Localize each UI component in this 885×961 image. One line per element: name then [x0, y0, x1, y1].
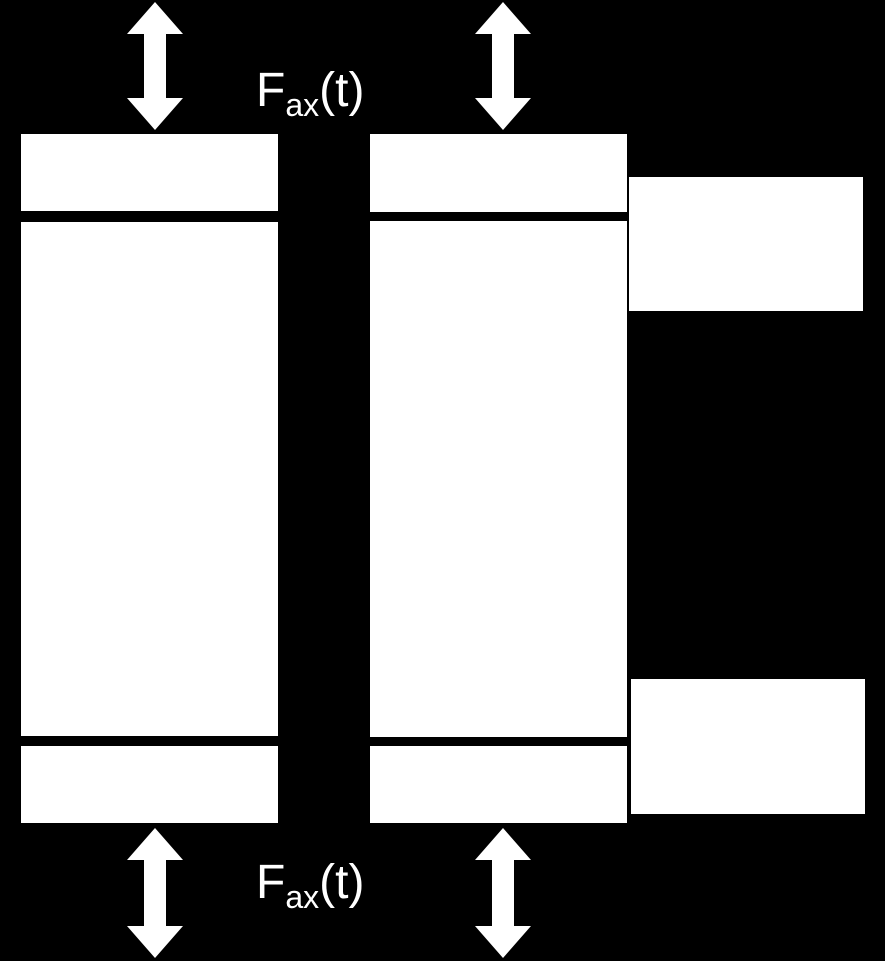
right-top-platen	[370, 134, 627, 212]
force-label-top-symbol: F	[256, 64, 285, 117]
side-block-top	[629, 177, 863, 311]
arrow-bottom-left	[127, 828, 183, 958]
left-sample-body	[21, 222, 278, 736]
force-label-top-argument: (t)	[319, 64, 364, 117]
force-label-bottom-symbol: F	[256, 856, 285, 909]
arrow-top-left	[127, 2, 183, 130]
arrow-top-right	[475, 2, 531, 130]
force-label-top: Fax(t)	[256, 64, 364, 123]
left-top-platen	[21, 134, 278, 211]
arrow-bottom-right	[475, 828, 531, 958]
force-label-bottom-argument: (t)	[319, 856, 364, 909]
left-bottom-platen	[21, 746, 278, 823]
force-label-bottom-subscript: ax	[285, 879, 319, 915]
right-sample-body	[370, 221, 627, 737]
right-specimen	[370, 134, 627, 823]
force-label-bottom: Fax(t)	[256, 856, 364, 915]
left-specimen	[21, 134, 278, 823]
right-bottom-platen	[370, 746, 627, 823]
arrows-group	[127, 2, 531, 958]
force-label-top-subscript: ax	[285, 87, 319, 123]
side-block-bottom	[631, 679, 865, 814]
